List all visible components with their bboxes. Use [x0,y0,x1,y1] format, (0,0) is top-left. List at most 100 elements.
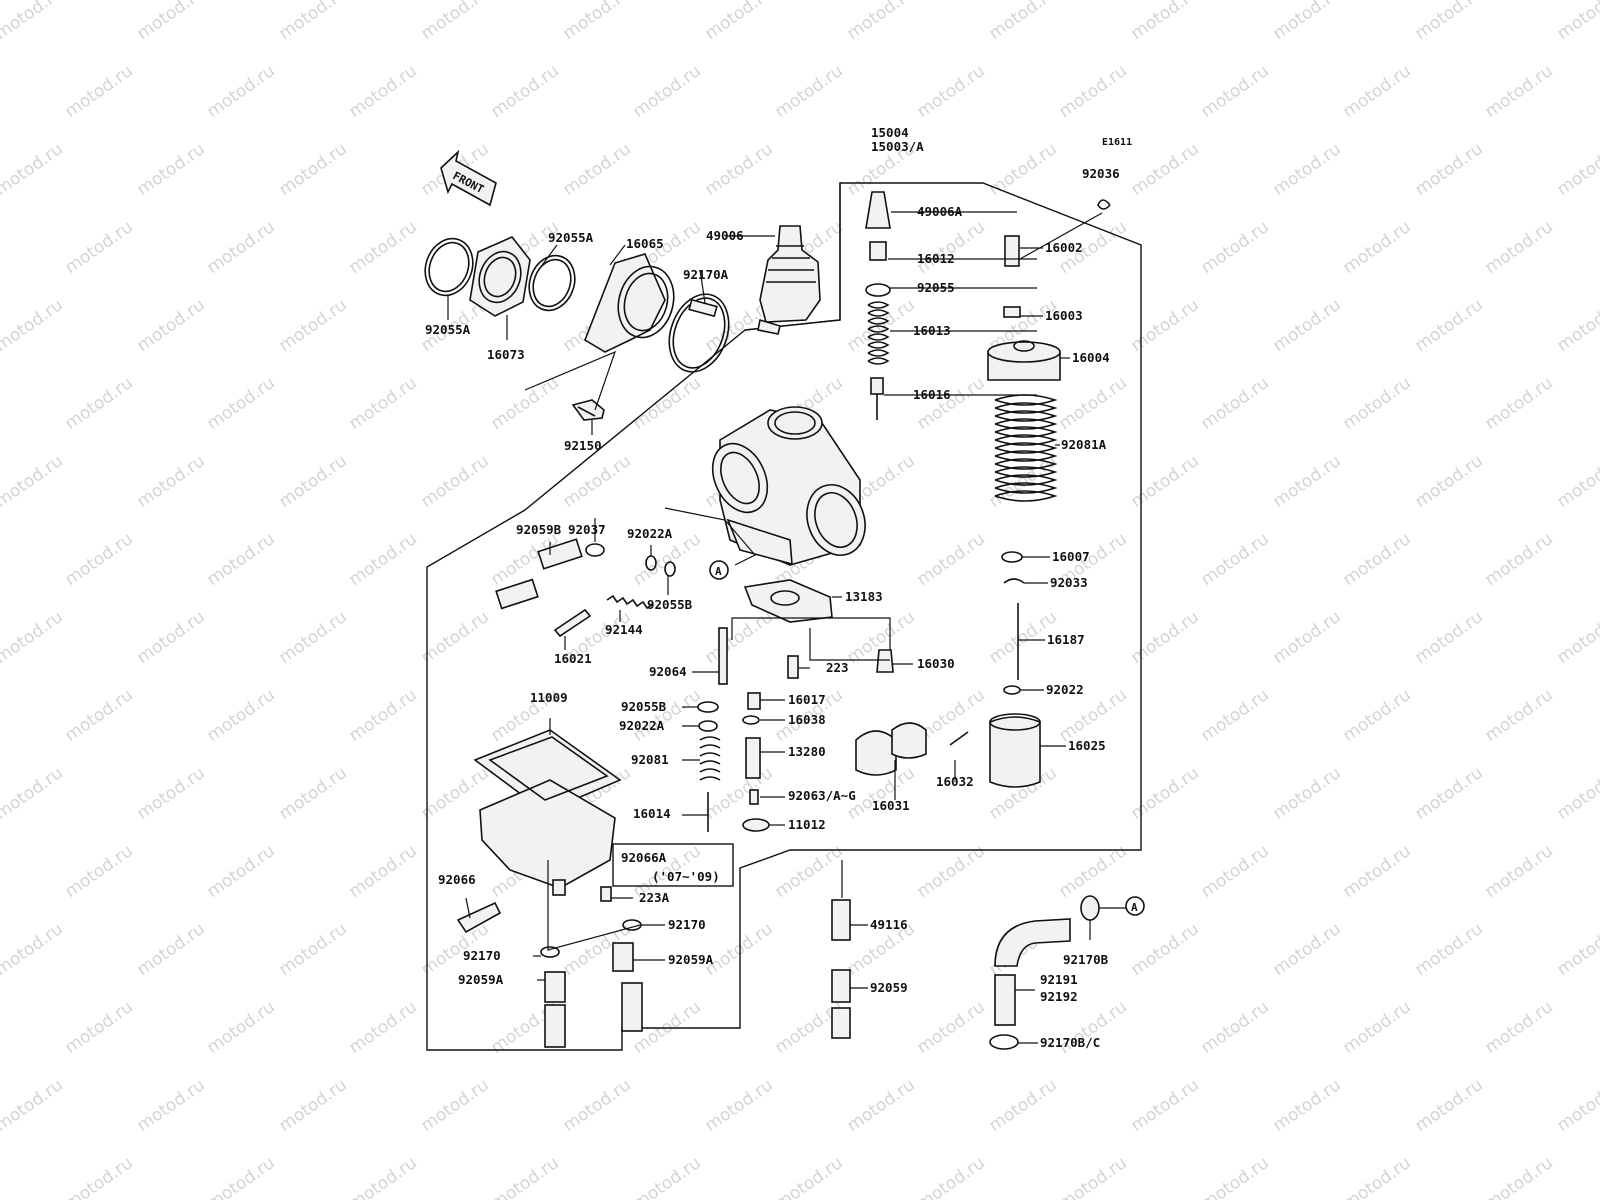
watermark-text: motod.ru [559,1075,634,1136]
left-small-parts [495,538,894,685]
watermark-text: motod.ru [417,0,492,44]
watermark-text: motod.ru [345,529,420,590]
callout-92064: 92064 [649,664,687,679]
watermark-text: motod.ru [701,139,776,200]
callout-223: 223 [826,660,849,675]
hoses [540,895,1100,1050]
watermark-text: motod.ru [417,1075,492,1136]
watermark-text: motod.ru [61,841,136,902]
watermark-text: motod.ru [1481,1153,1556,1200]
watermark-text: motod.ru [1481,529,1556,590]
callout-49006a: 49006A [917,204,963,219]
watermark-text: motod.ru [629,1153,704,1200]
watermark-text: motod.ru [275,451,350,512]
callout-16007: 16007 [1052,549,1090,564]
watermark-text: motod.ru [1339,61,1414,122]
watermark-text: motod.ru [1553,919,1600,980]
watermark-text: motod.ru [0,295,67,356]
watermark-text: motod.ru [133,0,208,44]
watermark-text: motod.ru [1411,0,1486,44]
callout-15004: 15004 [871,125,909,140]
callout-92081: 92081 [631,752,669,767]
callout-16073: 16073 [487,347,525,362]
watermark-text: motod.ru [275,0,350,44]
watermark-text: motod.ru [0,1075,67,1136]
watermark-text: motod.ru [629,685,704,746]
watermark-text: motod.ru [1055,1153,1130,1200]
callout-92170a: 92170A [683,267,729,282]
watermark-text: motod.ru [61,373,136,434]
watermark-text: motod.ru [203,529,278,590]
watermark-text: motod.ru [1553,1075,1600,1136]
watermark-text: motod.ru [275,763,350,824]
carb-body [711,406,866,566]
watermark-text: motod.ru [1197,373,1272,434]
watermark-text: motod.ru [1553,607,1600,668]
watermark-text: motod.ru [1411,451,1486,512]
watermark-text: motod.ru [1339,1153,1414,1200]
callout-16016: 16016 [913,387,951,402]
watermark-text: motod.ru [0,451,67,512]
watermark-text: motod.ru [1269,1075,1344,1136]
watermark-text: motod.ru [1481,997,1556,1058]
intake-parts [424,225,821,421]
watermark-text: motod.ru [133,919,208,980]
watermark-text: motod.ru [203,997,278,1058]
watermark-text: motod.ru [701,607,776,668]
callout-92059: 92059 [870,980,908,995]
watermark-text: motod.ru [203,217,278,278]
watermark-text: motod.ru [133,295,208,356]
watermark-text: motod.ru [1127,0,1202,44]
callout-92066a: 92066A [621,850,667,865]
watermark-text: motod.ru [1339,373,1414,434]
watermark-text: motod.ru [345,61,420,122]
callout-92022a: 92022A [627,526,673,541]
watermark-text: motod.ru [1339,997,1414,1058]
watermark-text: motod.ru [1127,295,1202,356]
watermark-text: motod.ru [1269,0,1344,44]
watermark-text: motod.ru [1553,295,1600,356]
watermark-text: motod.ru [1269,139,1344,200]
watermark-text: motod.ru [1197,997,1272,1058]
callout-92170bc: 92170B/C [1040,1035,1100,1050]
callout-13280: 13280 [788,744,826,759]
watermark-text: motod.ru [559,139,634,200]
callout-11012: 11012 [788,817,826,832]
callout-92022a_2: 92022A [619,718,665,733]
callout-16025: 16025 [1068,738,1106,753]
callout-92170: 92170 [668,917,706,932]
watermark-text: motod.ru [1127,763,1202,824]
callout-92059a_left: 92059A [458,972,504,987]
watermark-text: motod.ru [1339,217,1414,278]
watermark-text: motod.ru [1481,841,1556,902]
watermark-text: motod.ru [1055,61,1130,122]
callout-16021: 16021 [554,651,592,666]
watermark-text: motod.ru [61,997,136,1058]
watermark-text: motod.ru [985,0,1060,44]
watermark-text: motod.ru [0,139,67,200]
watermark-text: motod.ru [1339,529,1414,590]
watermark-text: motod.ru [1127,919,1202,980]
watermark-text: motod.ru [843,1075,918,1136]
callout-note_0709: ('07~'09) [652,869,720,884]
watermark-text: motod.ru [0,919,67,980]
watermark-text: motod.ru [1269,919,1344,980]
watermark-text: motod.ru [771,61,846,122]
watermark-text: motod.ru [345,841,420,902]
callout-92150: 92150 [564,438,602,453]
watermark-text: motod.ru [1055,373,1130,434]
callout-16004: 16004 [1072,350,1110,365]
watermark-text: motod.ru [133,763,208,824]
callout-16012: 16012 [917,251,955,266]
watermark-text: motod.ru [771,1153,846,1200]
callout-11009: 11009 [530,690,568,705]
watermark-text: motod.ru [1339,841,1414,902]
watermark-text: motod.ru [913,529,988,590]
watermark-text: motod.ru [1197,529,1272,590]
watermark-text: motod.ru [133,451,208,512]
callout-labels: 1500415003/A9203649006A16012920551601316… [425,125,1120,1050]
watermark-text: motod.ru [345,217,420,278]
watermark-text: motod.ru [133,607,208,668]
callout-92055a_top: 92055A [548,230,594,245]
callout-16187: 16187 [1047,632,1085,647]
